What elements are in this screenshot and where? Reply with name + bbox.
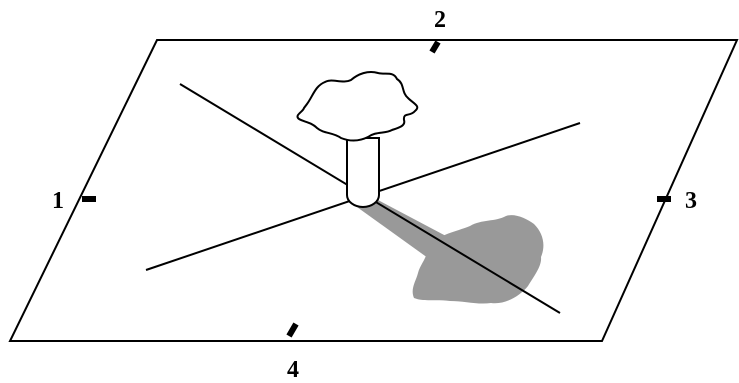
shadow-crown — [412, 215, 544, 304]
crown-shape — [296, 70, 419, 142]
tick-mark-2 — [429, 40, 441, 54]
side-label-3: 3 — [685, 188, 697, 214]
tick-mark-1 — [82, 196, 96, 202]
tick-mark-3 — [657, 196, 671, 202]
side-label-2: 2 — [434, 7, 446, 33]
side-label-1: 1 — [52, 188, 64, 214]
tick-mark-4 — [286, 322, 299, 338]
cylinder — [346, 137, 380, 208]
side-label-4: 4 — [287, 357, 299, 383]
